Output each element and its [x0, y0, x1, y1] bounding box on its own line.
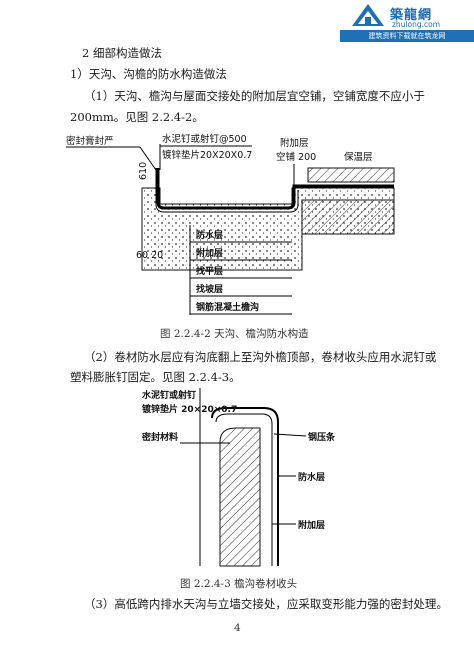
fig2-label-waterproof: 防水层	[298, 471, 325, 483]
watermark-logo: 築龍網 zhulong.com 建筑资料下载就在筑龙网	[340, 0, 474, 42]
figure-1-caption: 图 2.2.4-2 天沟、檐沟防水构造	[160, 328, 309, 340]
logo-band	[340, 30, 474, 42]
fig2-label-washer: 镀锌垫片 20×20×0.7	[142, 403, 237, 415]
label-sealant: 密封膏封严	[66, 135, 114, 147]
label-nail: 水泥钉或射钉@500	[162, 133, 247, 145]
layer-legend: 防水层 附加层 找平层 找坡层 钢筋混凝土檐沟	[189, 225, 292, 315]
fig2-label-sealing: 密封材料	[141, 431, 178, 443]
fig2-label-bead: 钢压条	[308, 431, 336, 443]
paragraph-2-line-2: 塑料膨胀钉固定。见图 2.2.4-3。	[70, 370, 241, 384]
paragraph-2-line-1: （2）卷材防水层应有沟底翻上至沟外檐顶部，卷材收头应用水泥钉或	[84, 350, 437, 364]
section-heading: 2 细部构造做法	[82, 46, 162, 60]
label-insulation: 保温层	[344, 151, 373, 163]
legend-added: 附加层	[196, 247, 223, 259]
label-added-layer: 附加层	[280, 137, 309, 149]
figure-gutter-detail: 密封膏封严 水泥钉或射钉@500 镀锌垫片20X20X0.7 附加层 空铺 20…	[66, 133, 395, 315]
logo-domain: zhulong.com	[392, 20, 441, 29]
legend-concrete: 钢筋混凝土檐沟	[196, 301, 259, 313]
legend-waterproof: 防水层	[196, 229, 223, 241]
label-dim-bottom: 60 20	[136, 250, 163, 261]
paragraph-1-line-2: 200mm。见图 2.2.4-2。	[70, 110, 204, 124]
label-washer: 镀锌垫片20X20X0.7	[162, 149, 252, 161]
label-void-laid: 空铺 200	[276, 151, 316, 163]
paragraph-3: （3）高低跨内排水天沟与立墙交接处，应采取变形能力强的密封处理。	[84, 597, 448, 611]
fig2-label-nail: 水泥钉或射钉	[142, 389, 196, 401]
figure-2-caption: 图 2.2.4-3 檐沟卷材收头	[180, 578, 298, 590]
label-dim-top: 610	[138, 162, 149, 180]
logo-mark-icon	[352, 4, 384, 26]
figure-gutter-termination: 水泥钉或射钉 镀锌垫片 20×20×0.7 密封材料 钢压条 防水层 附加层	[141, 388, 336, 567]
legend-slope: 找坡层	[196, 283, 223, 295]
page-number: 4	[234, 622, 241, 634]
paragraph-1-line-1: （1）天沟、檐沟与屋面交接处的附加层宜空铺，空铺宽度不应小于	[84, 89, 425, 103]
logo-slogan: 建筑资料下载就在筑龙网	[368, 32, 446, 40]
fig2-label-added: 附加层	[298, 519, 325, 531]
legend-leveling: 找平层	[196, 265, 223, 277]
logo-name: 築龍網	[390, 8, 433, 23]
subsection-heading: 1）天沟、沟檐的防水构造做法	[70, 67, 227, 81]
